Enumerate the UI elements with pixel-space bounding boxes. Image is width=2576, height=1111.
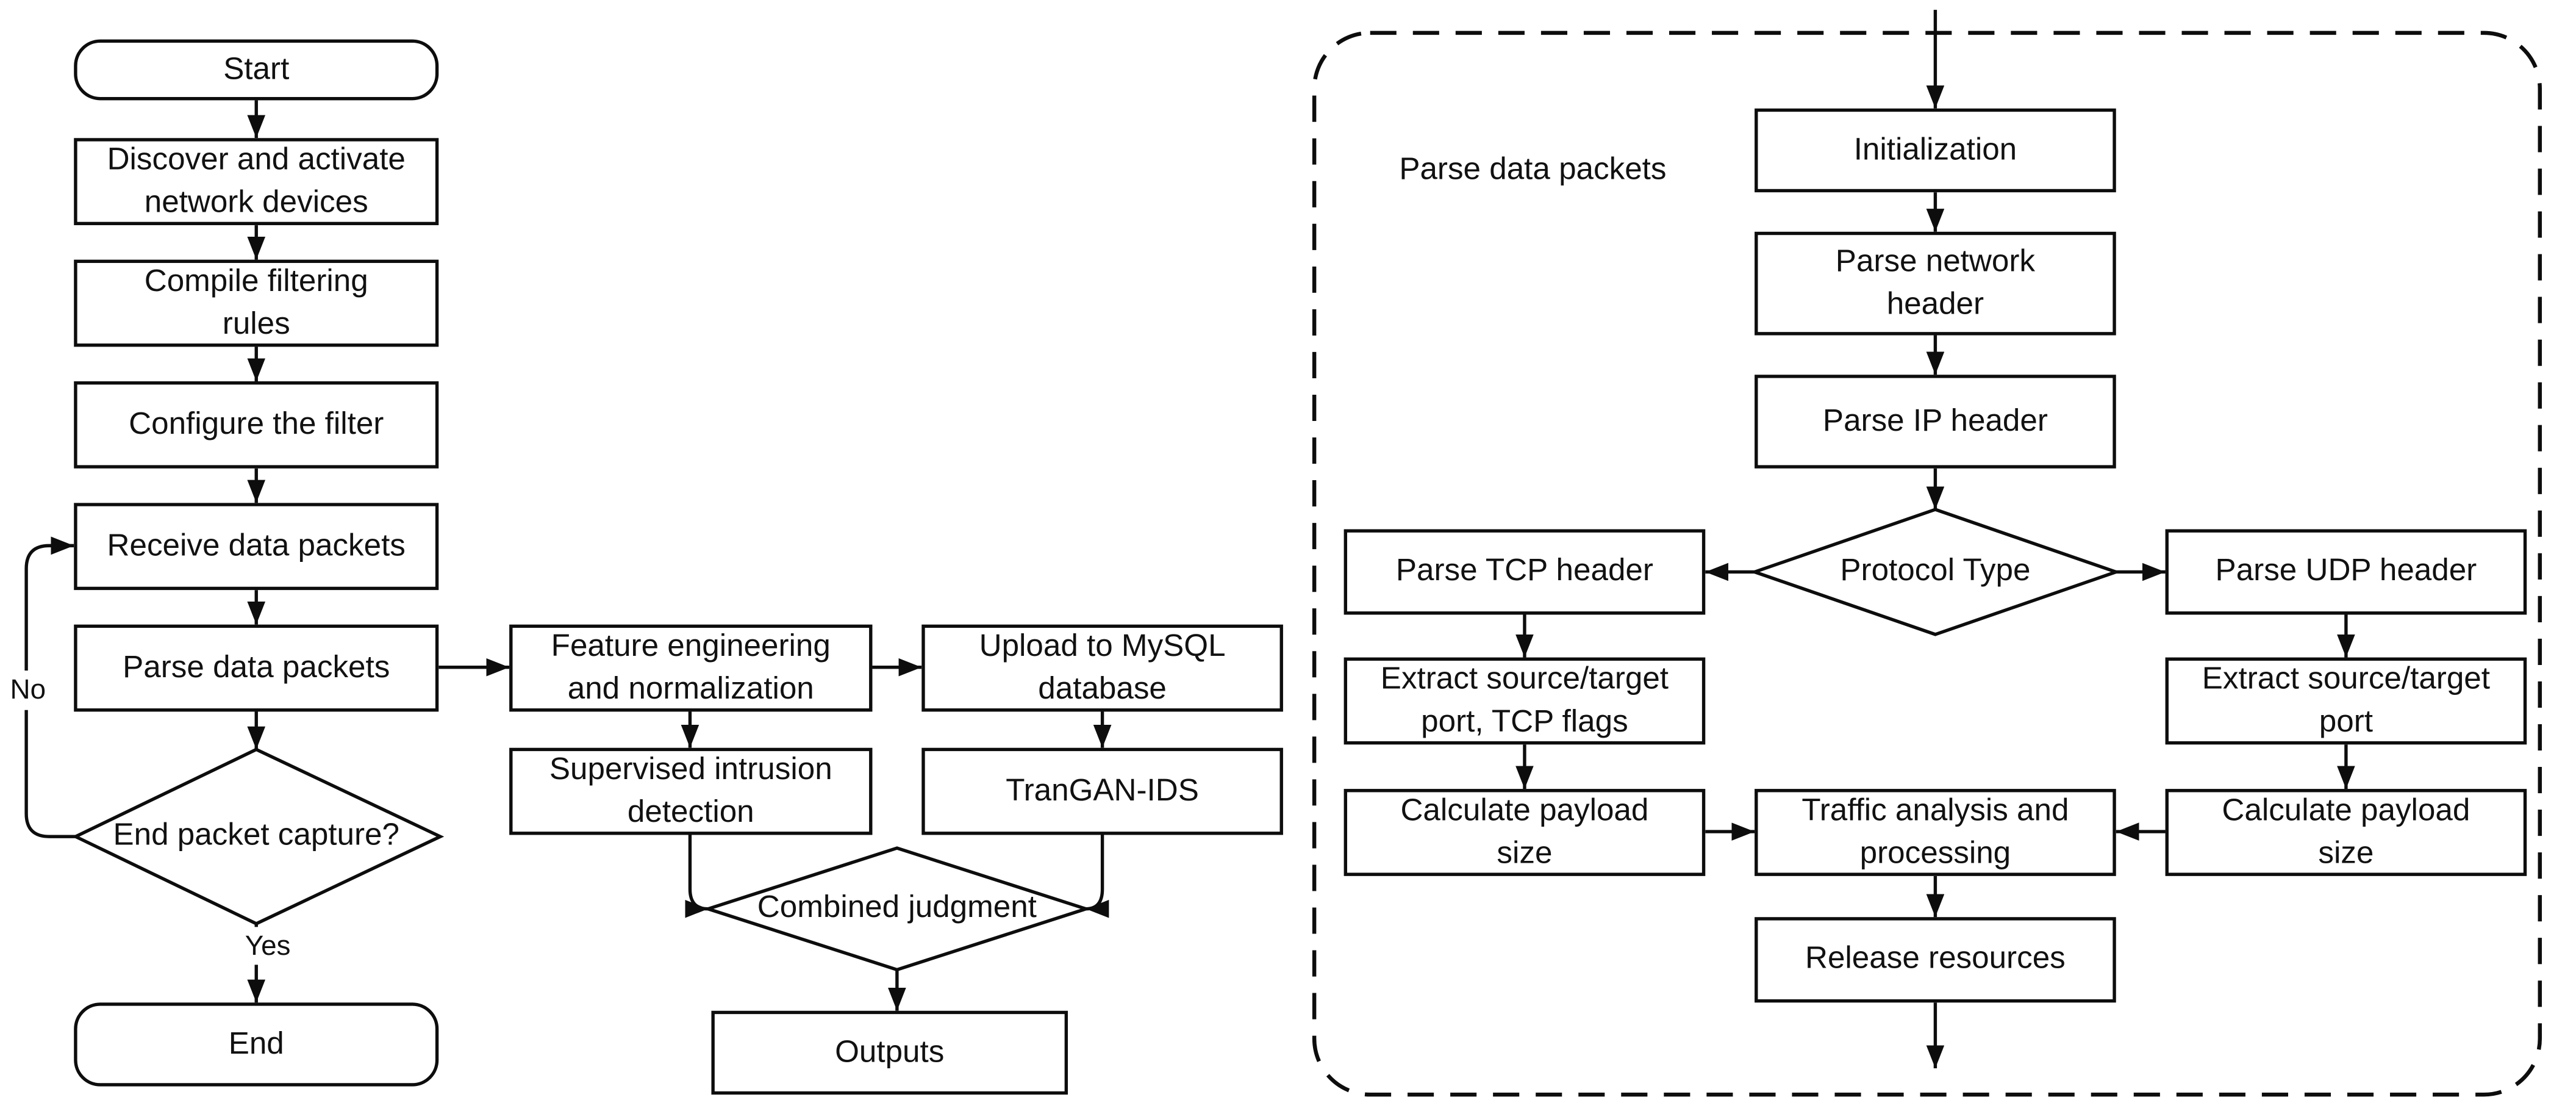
node-parse-packets: Parse data packets [74,624,439,712]
edge-supervised-combined [685,835,709,918]
node-trangan-ids: TranGAN-IDS [921,747,1283,835]
node-calc-payload-udp: Calculate payload size [2165,789,2527,876]
parse-packets-panel-title: Parse data packets [1399,152,1667,187]
parse-packets-panel-border [1312,31,2542,1097]
node-discover-devices: Discover and activate network devices [74,138,439,226]
decision-end-capture-label: End packet capture? [113,818,399,854]
node-end: End [74,1002,439,1087]
node-compile-rules: Compile filtering rules [74,259,439,347]
node-parse-ip-header: Parse IP header [1755,375,2116,469]
node-supervised-detection: Supervised intrusion detection [509,747,873,835]
node-parse-network-header: Parse network header [1755,231,2116,336]
node-configure-filter: Configure the filter [74,381,439,469]
node-upload-mysql: Upload to MySQL database [921,624,1283,712]
branch-no-label: No [3,671,53,710]
node-receive-packets: Receive data packets [74,503,439,591]
protocol-type-diamond [1749,508,2121,636]
node-release-resources: Release resources [1755,917,2116,1003]
node-parse-udp-header: Parse UDP header [2165,529,2527,615]
node-traffic-analysis: Traffic analysis and processing [1755,789,2116,876]
edge-trangan-combined [1086,835,1109,918]
node-initialization: Initialization [1755,108,2116,193]
node-start: Start [74,39,439,101]
node-extract-port-tcp-flags: Extract source/target port, TCP flags [1343,657,1706,745]
node-feature-engineering: Feature engineering and normalization [509,624,873,712]
decision-protocol-type-label: Protocol Type [1840,553,2031,589]
branch-yes-label: Yes [236,927,299,965]
node-parse-tcp-header: Parse TCP header [1343,529,1706,615]
node-outputs: Outputs [711,1010,1068,1095]
node-extract-port: Extract source/target port [2165,657,2527,745]
node-calc-payload-tcp: Calculate payload size [1343,789,1706,876]
decision-combined-judgment-label: Combined judgment [757,891,1037,926]
